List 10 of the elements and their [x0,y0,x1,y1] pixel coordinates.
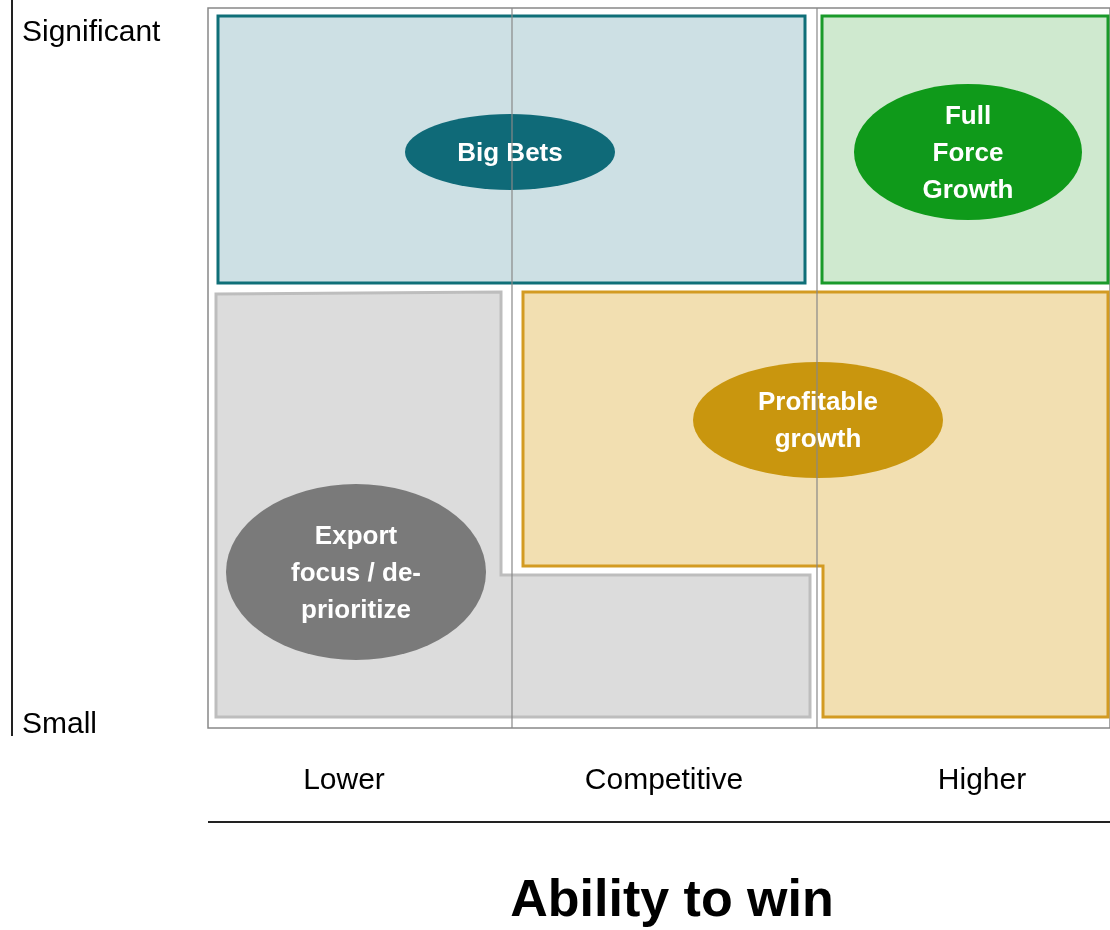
bubble-label: Full Force Growth [921,98,1015,206]
bubble-label: Big Bets [457,135,563,169]
bubble-label: Export focus / de-prioritize [290,518,422,626]
axis-tick-label: Significant [22,14,161,48]
axis-title: Ability to win [510,868,834,928]
bubble-label: Profitable growth [757,385,879,455]
axis-tick-label: Competitive [584,762,744,796]
axis-tick-label: Lower [303,762,385,796]
axis-tick-label: Small [22,706,97,740]
axis-tick-label: Higher [937,762,1027,796]
